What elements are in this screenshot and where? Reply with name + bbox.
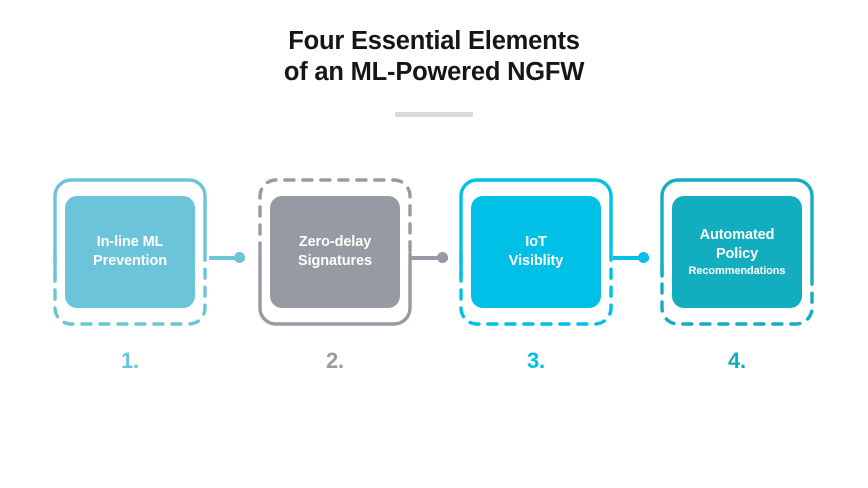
card-3-outline xyxy=(457,176,615,328)
connector-1-line xyxy=(209,256,245,260)
title-divider xyxy=(395,112,473,117)
card-3-label-line-1: IoT xyxy=(525,234,547,250)
card-4-label-line-1: Automated xyxy=(699,227,775,243)
element-card-3[interactable]: IoT Visiblity 3. xyxy=(457,176,615,386)
card-1-label-line-1: In-line ML xyxy=(96,234,164,250)
connector-3-to-4 xyxy=(613,252,649,264)
card-1-tile: In-line ML Prevention xyxy=(65,196,195,308)
connector-3-line xyxy=(613,256,649,260)
card-2-outline xyxy=(256,176,414,328)
card-4-label-line-2: Policy xyxy=(715,246,759,262)
connector-2-to-3 xyxy=(411,252,448,264)
elements-row: In-line ML Prevention 1. Zero-delay Sign… xyxy=(0,176,868,386)
element-card-1[interactable]: In-line ML Prevention 1. xyxy=(51,176,209,386)
card-2-number: 2. xyxy=(326,348,344,373)
connector-2-line xyxy=(411,256,448,260)
card-2-tile: Zero-delay Signatures xyxy=(270,196,400,308)
card-4-tile: Automated Policy Recommendations xyxy=(672,196,802,308)
card-2-label-line-2: Signatures xyxy=(298,253,372,269)
card-4-sublabel: Recommendations xyxy=(688,265,786,277)
card-1-number: 1. xyxy=(121,348,139,373)
connector-1-to-2 xyxy=(209,252,245,264)
element-card-2[interactable]: Zero-delay Signatures 2. xyxy=(256,176,414,386)
page-title-line-2: of an ML-Powered NGFW xyxy=(283,58,585,86)
card-3-label-line-2: Visiblity xyxy=(508,253,564,269)
connector-1-dot xyxy=(234,252,245,263)
card-4-outline xyxy=(658,176,816,328)
element-card-4[interactable]: Automated Policy Recommendations 4. xyxy=(658,176,816,386)
card-1-outline xyxy=(51,176,209,328)
page-title-line-1: Four Essential Elements xyxy=(288,27,580,55)
page-header: Four Essential Elements of an ML-Powered… xyxy=(0,26,868,88)
card-3-tile: IoT Visiblity xyxy=(471,196,601,308)
connector-3-dot xyxy=(638,252,649,263)
connector-2-dot xyxy=(437,252,448,263)
card-3-number: 3. xyxy=(527,348,545,373)
card-4-number: 4. xyxy=(728,348,746,373)
card-1-label-line-2: Prevention xyxy=(93,253,167,269)
card-2-label-line-1: Zero-delay xyxy=(298,234,372,250)
